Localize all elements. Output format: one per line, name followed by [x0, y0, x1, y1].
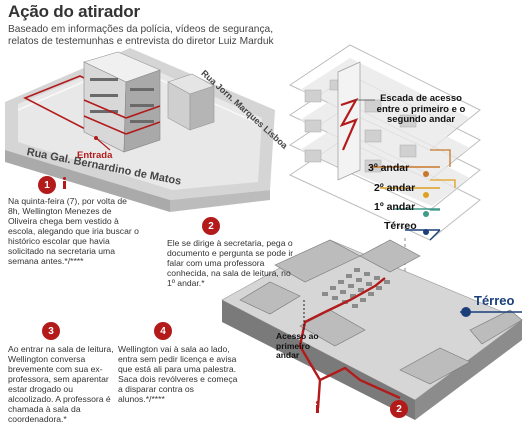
step-2-badge: 2 [202, 217, 220, 235]
floor-label-3: 3º andar [368, 162, 410, 174]
floor-label-1: 1º andar [374, 201, 416, 213]
ground-floor-plan [221, 239, 523, 420]
step-3-badge: 3 [42, 322, 60, 340]
step-1-text: Na quinta-feira (7), por volta de 8h, We… [8, 196, 139, 266]
building-cutaway [288, 44, 481, 292]
stairs-callout: Escada de acesso entre o primeiro e o se… [376, 93, 466, 125]
step-4-text: Wellington vai à sala ao lado, entra sem… [118, 344, 238, 404]
shooter-figure-icon [62, 177, 67, 189]
step-2-text: Ele se dirige à secretaria, pega o docum… [167, 238, 294, 288]
floor-label-terreo: Térreo [384, 220, 417, 232]
floor-label-2: 2º andar [374, 182, 416, 194]
ground-floor-title: Térreo [474, 293, 515, 308]
entrance-label: Entrada [77, 150, 113, 161]
floor-plan-shooter-icon [315, 401, 320, 413]
step-1-badge: 1 [38, 176, 56, 194]
first-floor-access-label: Acesso ao primeiro andar [276, 331, 319, 360]
page-subtitle: Baseado em informações da polícia, vídeo… [8, 24, 274, 47]
step-3-text: Ao entrar na sala de leitura, Wellington… [8, 344, 114, 424]
step-4-badge: 4 [154, 322, 172, 340]
page-title: Ação do atirador [8, 2, 140, 21]
floor-plan-step-2-badge: 2 [390, 400, 408, 418]
school-aerial-map [5, 48, 275, 212]
